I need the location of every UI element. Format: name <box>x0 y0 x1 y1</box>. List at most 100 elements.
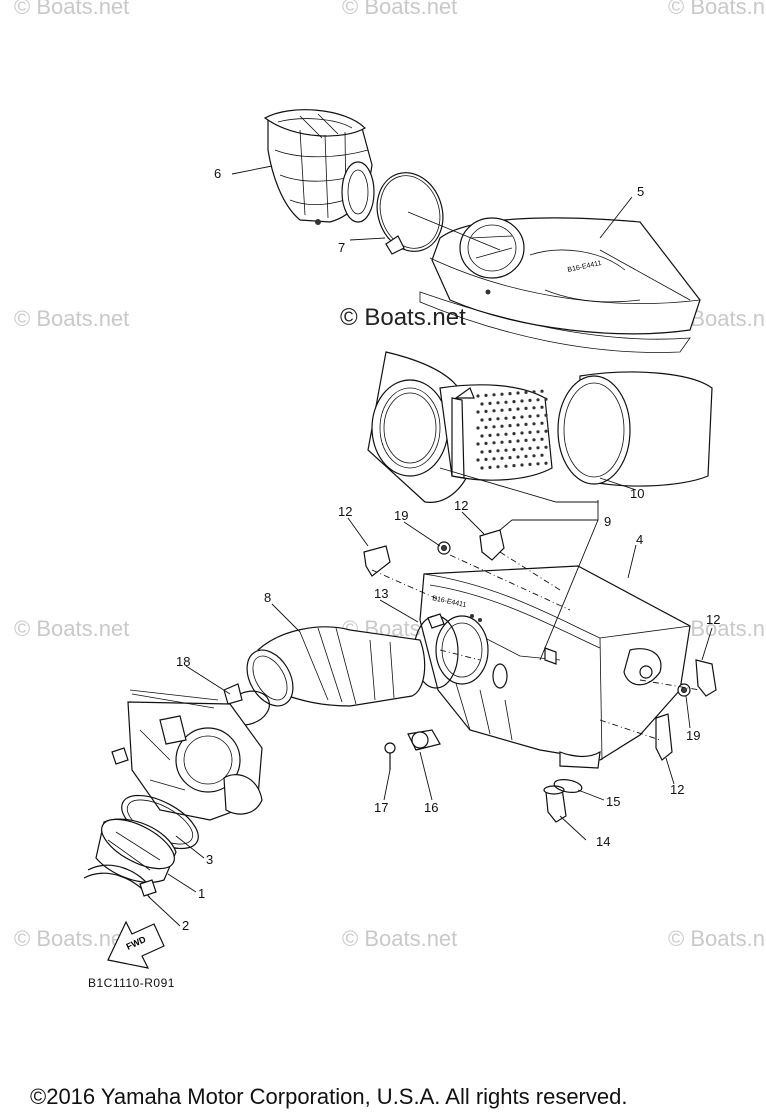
mesh-dot <box>480 418 484 422</box>
mesh-dot <box>500 440 504 444</box>
joint-part-1 <box>95 818 177 883</box>
mesh-dot <box>540 437 544 441</box>
mesh-dot <box>508 456 512 460</box>
filter-ring-part-10 <box>557 371 713 487</box>
mesh-dot <box>492 393 496 397</box>
callout-7: 7 <box>338 240 346 255</box>
mesh-dot <box>500 456 504 460</box>
mesh-dot <box>536 430 540 434</box>
mesh-dot <box>528 462 532 466</box>
mesh-dot <box>484 441 488 445</box>
mesh-dot <box>524 390 528 394</box>
case-cover-part-5: B16-E4411 <box>419 217 701 353</box>
mesh-dot <box>532 454 536 458</box>
filter-mesh-dots <box>476 389 548 470</box>
watermark-center: © Boats.net <box>340 304 466 331</box>
mesh-dot <box>532 406 536 410</box>
mesh-dot <box>544 413 548 417</box>
watermark-bottom-left: © Boats.net <box>14 926 130 951</box>
mesh-dot <box>528 414 532 418</box>
callout-8: 8 <box>264 590 272 605</box>
mesh-dot <box>484 409 488 413</box>
mesh-dot <box>544 397 548 401</box>
mesh-dot <box>492 409 496 413</box>
callout-3: 3 <box>206 852 214 867</box>
callout-15: 15 <box>606 794 621 809</box>
mesh-dot <box>532 438 536 442</box>
callout-19-upper: 19 <box>394 508 409 523</box>
mesh-dot <box>504 432 508 436</box>
intake-duct-part-6 <box>263 109 375 225</box>
watermark-bottom-right: © Boats.net <box>668 926 766 951</box>
mesh-dot <box>516 423 520 427</box>
callout-12-right: 12 <box>706 612 721 627</box>
mesh-dot <box>496 465 500 469</box>
mesh-dot <box>504 448 508 452</box>
mesh-dot <box>488 465 492 469</box>
throttle-body <box>111 689 263 821</box>
mesh-dot <box>476 410 480 414</box>
callout-12-upper: 12 <box>454 498 469 513</box>
mesh-dot <box>520 431 524 435</box>
mesh-dot <box>544 429 548 433</box>
clip-part-12-lower <box>655 713 673 761</box>
callout-2: 2 <box>182 918 190 933</box>
watermark-top-left: © Boats.net <box>14 0 130 19</box>
callout-17: 17 <box>374 800 389 815</box>
mesh-dot <box>504 400 508 404</box>
callout-9: 9 <box>604 514 612 529</box>
mesh-dot <box>480 466 484 470</box>
mesh-dot <box>528 398 532 402</box>
mesh-dot <box>508 408 512 412</box>
mesh-dot <box>512 448 516 452</box>
mesh-dot <box>496 401 500 405</box>
mesh-dot <box>524 454 528 458</box>
mesh-dot <box>536 414 540 418</box>
mesh-dot <box>496 417 500 421</box>
mesh-dot <box>500 392 504 396</box>
watermark-bottom-center: © Boats.net <box>342 926 458 951</box>
drain-part-14 <box>543 785 567 823</box>
mesh-dot <box>504 416 508 420</box>
mesh-dot <box>476 442 480 446</box>
mesh-dot <box>512 416 516 420</box>
filter-element-part-9 <box>367 351 553 503</box>
mesh-dot <box>516 455 520 459</box>
mesh-dot <box>480 402 484 406</box>
mesh-dot <box>480 434 484 438</box>
mesh-dot <box>512 464 516 468</box>
screw-part-19-right <box>677 683 691 697</box>
callout-12-lower: 12 <box>670 782 685 797</box>
mesh-dot <box>476 458 480 462</box>
clip-part-12-left <box>363 545 391 577</box>
mesh-dot <box>488 433 492 437</box>
mesh-dot <box>512 432 516 436</box>
mesh-dot <box>500 424 504 428</box>
mesh-dot <box>488 417 492 421</box>
callout-12-left: 12 <box>338 504 353 519</box>
mesh-dot <box>540 421 544 425</box>
callout-6: 6 <box>214 166 222 181</box>
mesh-dot <box>536 462 540 466</box>
mesh-dot <box>532 422 536 426</box>
watermark-top-right: © Boats.net <box>668 0 766 19</box>
assembly-lines <box>371 551 701 741</box>
clip-part-12-upper <box>479 529 505 561</box>
clip-part-15 <box>553 779 583 793</box>
copyright-notice: ©2016 Yamaha Motor Corporation, U.S.A. A… <box>30 1084 628 1109</box>
callout-10: 10 <box>630 486 645 501</box>
mesh-dot <box>544 445 548 449</box>
mesh-dot <box>484 425 488 429</box>
mesh-dot <box>492 457 496 461</box>
mesh-dot <box>492 425 496 429</box>
callout-4: 4 <box>636 532 644 547</box>
mesh-dot <box>488 401 492 405</box>
mesh-dot <box>508 392 512 396</box>
mesh-dot <box>484 393 488 397</box>
callout-19-right: 19 <box>686 728 701 743</box>
mesh-dot <box>508 424 512 428</box>
mesh-dot <box>476 394 480 398</box>
bolt-part-16 <box>407 729 441 751</box>
mesh-dot <box>480 450 484 454</box>
